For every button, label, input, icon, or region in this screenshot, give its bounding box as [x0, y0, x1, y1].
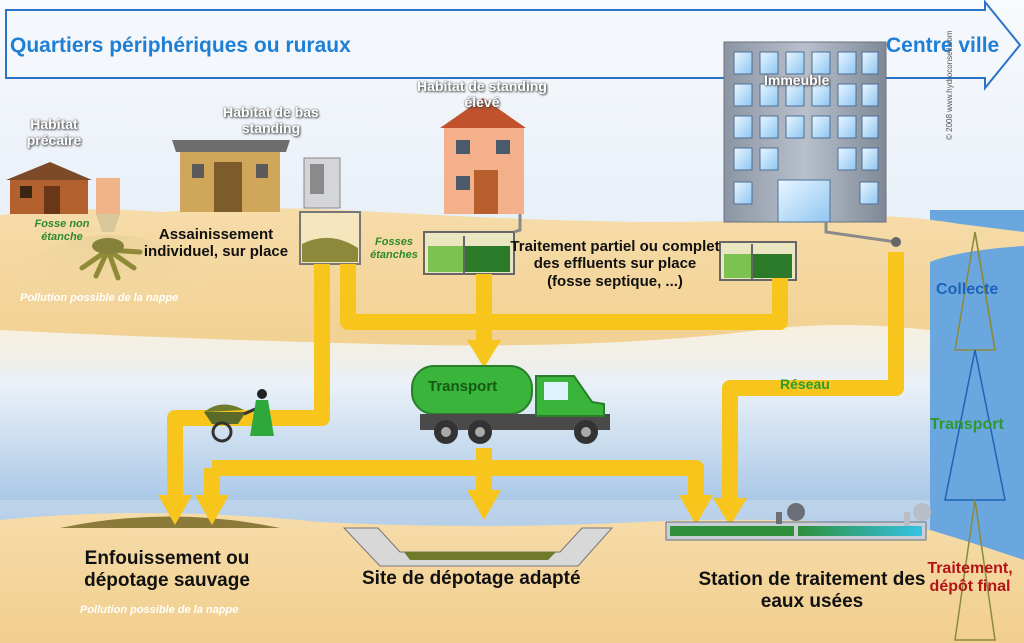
tank-icon-septic-1 — [423, 231, 515, 275]
label-habitat-standing-eleve: Habitat de standing élevé — [417, 78, 547, 111]
label-assainissement: Assainissement individuel, sur place — [143, 226, 289, 261]
treatment-station-icon — [665, 503, 931, 541]
stage-collecte: Collecte — [936, 281, 999, 298]
person-wheelbarrow-icon — [204, 389, 274, 443]
house-icon — [172, 140, 341, 212]
label-pollution-top: Pollution possible de la nappe — [20, 292, 179, 304]
label-pollution-bottom: Pollution possible de la nappe — [80, 604, 239, 616]
label-fosse-non-etanche: Fosse non étanche — [34, 218, 90, 243]
label-enfouissement: Enfouissement ou dépotage sauvage — [84, 548, 250, 591]
truck-icon — [411, 365, 610, 444]
header-left-label: Quartiers périphériques ou ruraux — [10, 34, 351, 57]
label-habitat-precaire: Habitat précaire — [26, 116, 82, 149]
pipe-icon — [513, 214, 897, 244]
hut-icon — [6, 162, 120, 232]
house-icon-standing — [440, 98, 526, 214]
label-station-traitement: Station de traitement des eaux usées — [698, 569, 926, 612]
tank-icon — [299, 211, 361, 265]
label-site-depotage: Site de dépotage adapté — [362, 568, 581, 589]
label-habitat-bas-standing: Habitat de bas standing — [223, 104, 319, 137]
tank-icon-septic-2 — [719, 241, 797, 281]
stage-bracket-icon — [944, 231, 1006, 641]
stage-transport: Transport — [930, 416, 1004, 433]
building-icon — [723, 41, 887, 223]
copyright-label: © 2008 www.hydroconseil.com — [945, 30, 954, 141]
label-reseau: Réseau — [780, 376, 830, 392]
label-traitement-partiel: Traitement partiel ou complet des efflue… — [510, 238, 720, 290]
label-immeuble: Immeuble — [764, 72, 830, 88]
stage-traitement: Traitement, dépôt final — [927, 560, 1013, 596]
header-right-label: Centre ville — [886, 34, 1000, 57]
label-fosses-etanches: Fosses étanches — [370, 236, 418, 261]
label-transport-truck: Transport — [428, 378, 498, 395]
